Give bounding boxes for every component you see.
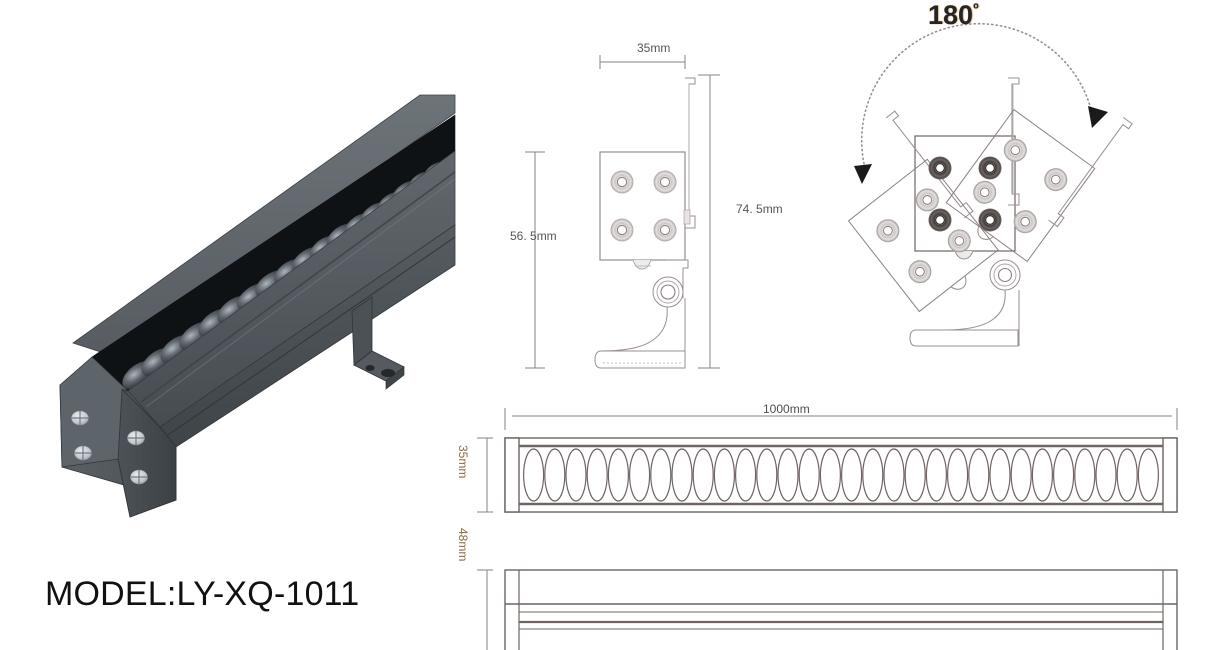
led-circle bbox=[904, 448, 926, 502]
led-circle bbox=[968, 448, 990, 502]
led-circle bbox=[1052, 448, 1075, 502]
cross-section-drawing bbox=[525, 55, 720, 369]
elevation-views bbox=[477, 408, 1178, 650]
led-circle bbox=[947, 448, 969, 502]
led-circle bbox=[1031, 448, 1054, 502]
side-elevation-frame bbox=[504, 569, 1178, 650]
led-circle bbox=[692, 448, 714, 502]
rotation-diagram bbox=[847, 22, 1133, 347]
photo-mounting-bracket bbox=[351, 296, 405, 390]
led-circle bbox=[1074, 448, 1096, 502]
led-circle bbox=[607, 448, 629, 502]
photo-endcap-screws bbox=[71, 410, 148, 485]
led-circle bbox=[862, 448, 884, 502]
led-circle bbox=[925, 448, 947, 502]
led-circle bbox=[629, 448, 651, 502]
arrow-down-left-icon bbox=[854, 164, 872, 184]
led-circle bbox=[713, 448, 735, 502]
photo-endcap-top bbox=[59, 356, 129, 468]
led-circle bbox=[777, 448, 799, 502]
led-circle bbox=[798, 448, 820, 502]
led-circle bbox=[819, 448, 841, 502]
degree-symbol: º bbox=[973, 1, 979, 18]
clipped-top-text bbox=[560, 0, 563, 10]
led-circle bbox=[522, 448, 545, 502]
side-elevation-height-label: 48mm bbox=[456, 528, 470, 562]
rotation-angle-value: 180 bbox=[928, 0, 974, 30]
rotation-angle-label: 180º bbox=[928, 0, 979, 31]
led-circle bbox=[883, 448, 905, 502]
led-circle bbox=[735, 448, 757, 502]
rotation-screw-holes-left bbox=[876, 188, 971, 284]
led-circle bbox=[841, 448, 863, 502]
rotation-screw-holes-right bbox=[973, 138, 1068, 234]
led-circle bbox=[544, 448, 566, 502]
led-circle bbox=[565, 448, 587, 502]
model-label: MODEL:LY-XQ-1011 bbox=[45, 575, 360, 613]
product-photo-svg bbox=[59, 94, 456, 518]
led-circle bbox=[989, 448, 1011, 502]
led-circle bbox=[671, 448, 693, 502]
cross-section-total-height-label: 74. 5mm bbox=[736, 202, 783, 216]
led-circle bbox=[1137, 448, 1160, 502]
product-photo bbox=[0, 55, 460, 518]
rotation-screw-holes-static bbox=[928, 156, 1002, 232]
cross-section-width-label: 35mm bbox=[637, 41, 671, 55]
led-circle bbox=[756, 448, 778, 502]
led-circle bbox=[1116, 448, 1138, 502]
led-circle bbox=[1010, 448, 1032, 502]
arrow-down-right-icon bbox=[1088, 106, 1108, 128]
cross-section-inner-height-label: 56. 5mm bbox=[510, 229, 557, 243]
front-elevation-leds bbox=[522, 448, 1160, 502]
elevation-length-label: 1000mm bbox=[763, 402, 810, 416]
led-circle bbox=[586, 448, 608, 502]
cross-section-screw-holes bbox=[610, 170, 677, 242]
front-elevation-height-label: 35mm bbox=[456, 445, 470, 479]
led-circle bbox=[650, 448, 672, 502]
led-circle bbox=[1095, 448, 1117, 502]
